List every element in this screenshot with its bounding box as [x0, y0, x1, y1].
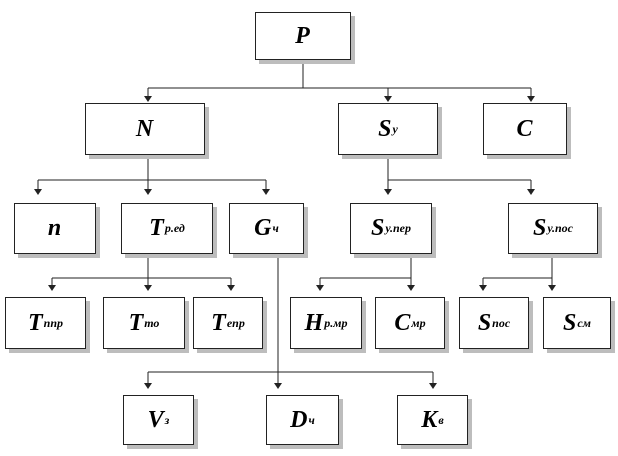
node-C-main: C	[516, 115, 533, 142]
node-Scm-main: S	[563, 309, 577, 336]
arrowhead	[144, 383, 152, 389]
node-Tppr-sub: ппр	[43, 315, 64, 330]
node-N-main: N	[135, 115, 154, 142]
node-Tred-main: T	[149, 215, 164, 241]
node-C: C	[483, 103, 567, 155]
arrowhead	[384, 189, 392, 195]
arrowhead	[479, 285, 487, 291]
node-Cmr-sub: мр	[411, 315, 426, 330]
node-Tepr-main: T	[211, 309, 226, 336]
node-Spos-main: S	[477, 309, 492, 336]
node-Scm-sub: см	[577, 315, 591, 330]
node-P-main: P	[295, 22, 310, 49]
arrowhead	[527, 96, 535, 102]
node-Syper-sub: у.пер	[385, 221, 411, 235]
node-Sy-main: S	[378, 115, 392, 142]
node-Tto-sub: то	[144, 315, 160, 330]
arrowhead	[274, 383, 282, 389]
node-Gch-sub: ч	[272, 221, 279, 235]
arrowhead	[384, 96, 392, 102]
node-Sypos-sub: у.пос	[547, 221, 573, 235]
arrowhead	[144, 189, 152, 195]
node-Tto-main: T	[128, 309, 144, 336]
node-Kv-main: K	[421, 406, 438, 433]
node-Tred-sub: р.ед	[164, 221, 185, 235]
node-Tepr-sub: епр	[226, 315, 245, 330]
node-Cmr-main: C	[394, 309, 411, 336]
node-Dch-sub: ч	[308, 412, 315, 427]
node-Dch-main: D	[290, 406, 308, 433]
node-Sypos-main: S	[533, 215, 547, 241]
arrowhead	[34, 189, 42, 195]
node-Syper-main: S	[371, 215, 385, 241]
arrowhead	[407, 285, 415, 291]
node-Tppr-main: T	[27, 309, 43, 336]
arrowhead	[144, 285, 152, 291]
node-Hrmr-main: H	[304, 309, 324, 336]
arrowhead	[262, 189, 270, 195]
arrowhead	[144, 96, 152, 102]
node-Vz-sub: з	[164, 412, 170, 427]
node-Kv-sub: в	[438, 412, 444, 427]
arrowhead	[48, 285, 56, 291]
arrowhead	[429, 383, 437, 389]
node-n-main: n	[47, 215, 62, 241]
node-P: P	[255, 12, 351, 60]
node-Sy-sub: у	[392, 121, 398, 136]
node-Vz-main: V	[147, 406, 164, 433]
node-Spos-sub: пос	[492, 315, 511, 330]
node-Hrmr-sub: р.мр	[324, 315, 348, 330]
node-N: N	[85, 103, 205, 155]
arrowhead	[227, 285, 235, 291]
node-n: n	[14, 203, 96, 254]
arrowhead	[316, 285, 324, 291]
node-Gch-main: G	[254, 215, 272, 241]
arrowhead	[527, 189, 535, 195]
arrowhead	[548, 285, 556, 291]
